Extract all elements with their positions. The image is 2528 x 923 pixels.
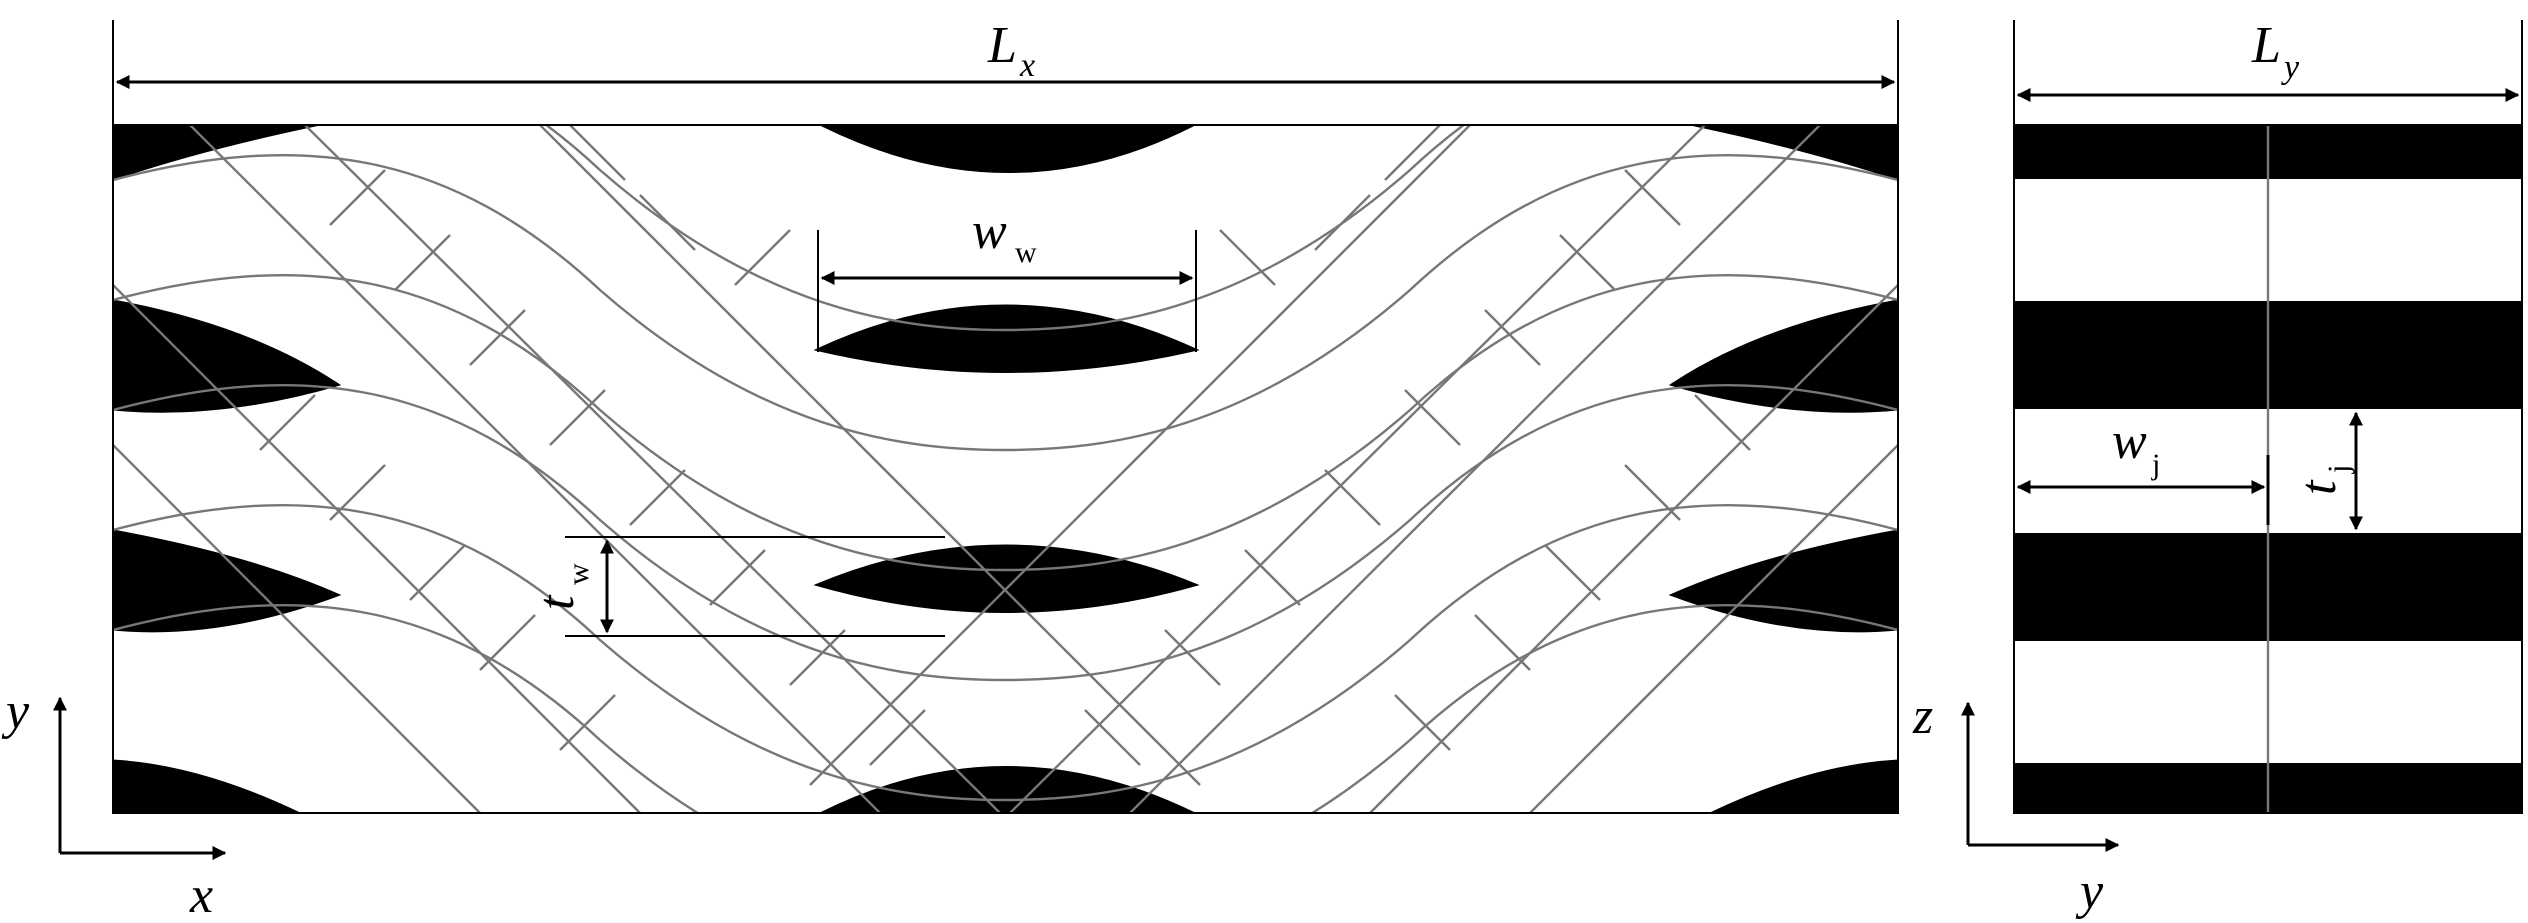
tw-label: t [528, 594, 585, 610]
diagonal-tows-descending [113, 125, 1201, 813]
tow-cross-ticks [259, 125, 1751, 766]
dimension-lx: L x [112, 17, 1899, 125]
lx-label: L [987, 17, 1017, 74]
weft-tow-edges [113, 125, 1898, 813]
ly-label: L [2251, 17, 2281, 74]
dimension-tj: t j [2290, 411, 2363, 531]
wj-subscript: j [2151, 448, 2160, 481]
axis-right-vertical-label: z [1912, 688, 1933, 745]
diagonal-tows-ascending [809, 125, 1898, 813]
ly-subscript: y [2281, 49, 2300, 86]
axes-left: y x [1, 683, 227, 923]
ww-label: w [972, 203, 1007, 260]
axis-left-vertical-label: y [1, 683, 30, 740]
dimension-ww: w w [817, 203, 1197, 352]
dimension-wj: w j [2016, 413, 2270, 525]
right-panel-frame [2013, 124, 2523, 814]
left-panel-xy-view [113, 125, 1898, 813]
wj-label: w [2112, 413, 2147, 470]
dimension-tw: t w [528, 536, 945, 637]
ww-subscript: w [1015, 236, 1037, 269]
tj-subscript: j [2322, 465, 2355, 474]
left-panel-frame [112, 124, 1899, 814]
lx-subscript: x [1019, 47, 1035, 84]
axes-right: z y [1912, 688, 2120, 920]
tw-subscript: w [562, 563, 595, 585]
axis-right-horizontal-label: y [2075, 863, 2104, 920]
tj-label: t [2290, 479, 2347, 495]
dimension-ly: L y [2013, 17, 2523, 125]
axis-left-horizontal-label: x [189, 867, 213, 923]
